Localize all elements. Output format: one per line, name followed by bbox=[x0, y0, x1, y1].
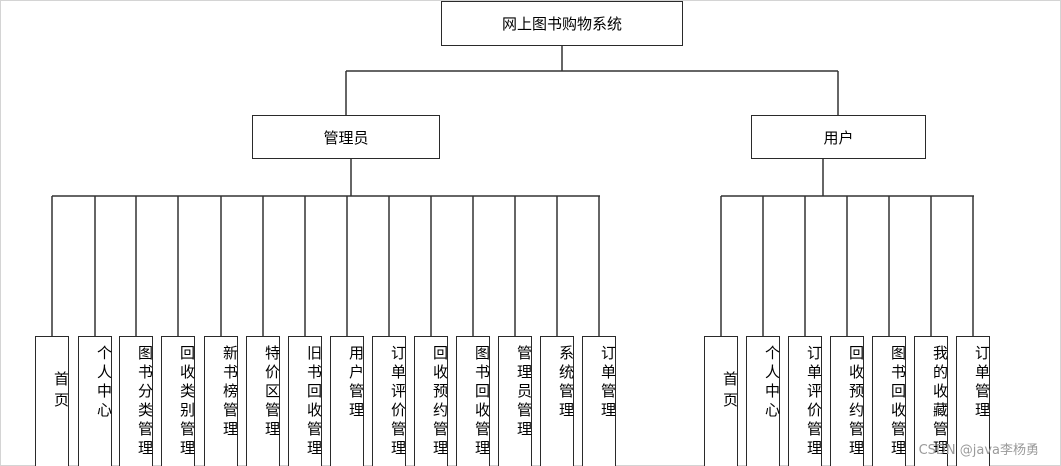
user-leaf-label: 订单管理 bbox=[973, 345, 991, 421]
user-label: 用户 bbox=[823, 128, 854, 147]
user-leaf-label: 个人中心 bbox=[763, 345, 781, 421]
watermark: CSDN @java李杨勇 bbox=[918, 443, 1039, 458]
root-node: 网上图书购物系统 bbox=[441, 1, 683, 46]
user-leaf-label: 首页 bbox=[721, 371, 739, 413]
admin-leaf-label: 订单管理 bbox=[599, 345, 617, 421]
admin-leaf-label: 首页 bbox=[52, 371, 70, 413]
admin-leaf-node: 个人中心 bbox=[78, 336, 113, 466]
admin-leaf-node: 新书榜管理 bbox=[204, 336, 239, 466]
admin-leaf-label: 订单评价管理 bbox=[389, 345, 407, 459]
admin-leaf-label: 系统管理 bbox=[557, 345, 575, 421]
user-leaf-node: 回收预约管理 bbox=[830, 336, 865, 466]
user-leaf-node: 图书回收管理 bbox=[872, 336, 907, 466]
user-leaf-label: 我的收藏管理 bbox=[931, 345, 949, 459]
admin-leaf-node: 首页 bbox=[35, 336, 70, 466]
admin-leaf-node: 图书分类管理 bbox=[119, 336, 154, 466]
admin-leaf-node: 回收类别管理 bbox=[161, 336, 196, 466]
user-leaf-label: 回收预约管理 bbox=[847, 345, 865, 459]
admin-leaf-node: 系统管理 bbox=[540, 336, 575, 466]
user-leaf-node: 个人中心 bbox=[746, 336, 781, 466]
admin-leaf-label: 特价区管理 bbox=[263, 345, 281, 440]
admin-leaf-label: 回收类别管理 bbox=[178, 345, 196, 459]
admin-leaf-label: 图书回收管理 bbox=[473, 345, 491, 459]
admin-leaf-label: 管理员管理 bbox=[515, 345, 533, 440]
admin-leaf-node: 用户管理 bbox=[330, 336, 365, 466]
admin-leaf-label: 旧书回收管理 bbox=[305, 345, 323, 459]
user-leaf-node: 订单管理 bbox=[956, 336, 991, 466]
admin-leaf-label: 回收预约管理 bbox=[431, 345, 449, 459]
user-leaf-label: 图书回收管理 bbox=[889, 345, 907, 459]
admin-leaf-node: 管理员管理 bbox=[498, 336, 533, 466]
admin-node: 管理员 bbox=[252, 115, 440, 159]
user-leaf-label: 订单评价管理 bbox=[805, 345, 823, 459]
user-leaf-node: 我的收藏管理 bbox=[914, 336, 949, 466]
admin-leaf-label: 个人中心 bbox=[95, 345, 113, 421]
admin-leaf-label: 新书榜管理 bbox=[221, 345, 239, 440]
admin-leaf-label: 图书分类管理 bbox=[136, 345, 154, 459]
admin-leaf-node: 特价区管理 bbox=[246, 336, 281, 466]
user-leaf-node: 首页 bbox=[704, 336, 739, 466]
admin-leaf-node: 回收预约管理 bbox=[414, 336, 449, 466]
admin-label: 管理员 bbox=[323, 128, 369, 147]
admin-leaf-node: 订单管理 bbox=[582, 336, 617, 466]
user-leaf-node: 订单评价管理 bbox=[788, 336, 823, 466]
admin-leaf-node: 旧书回收管理 bbox=[288, 336, 323, 466]
admin-leaf-node: 订单评价管理 bbox=[372, 336, 407, 466]
root-label: 网上图书购物系统 bbox=[501, 15, 622, 33]
admin-leaf-node: 图书回收管理 bbox=[456, 336, 491, 466]
admin-leaf-label: 用户管理 bbox=[347, 345, 365, 421]
user-node: 用户 bbox=[751, 115, 926, 159]
